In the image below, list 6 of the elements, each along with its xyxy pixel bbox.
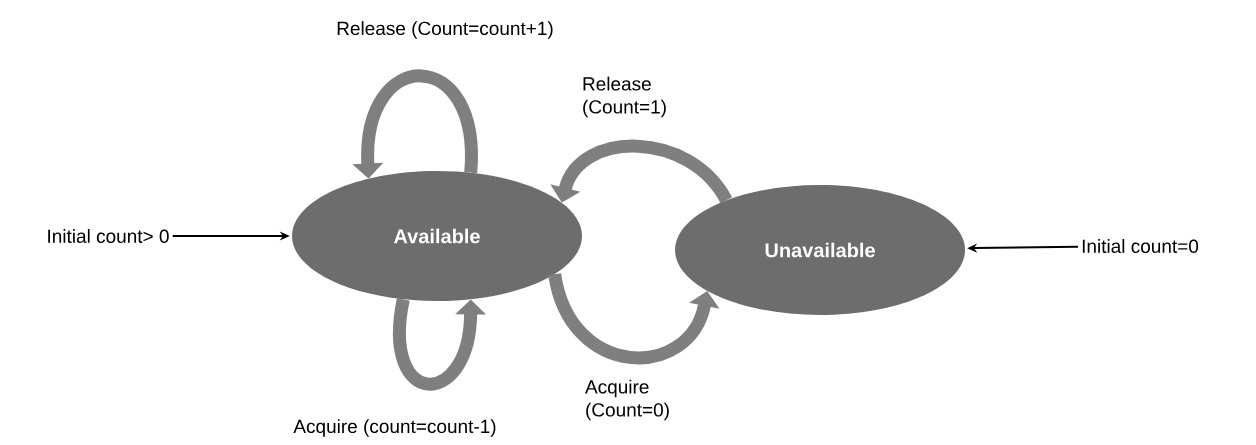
edge-label: Acquire (count=count-1) — [293, 419, 496, 437]
edge-label: Release (Count=1) — [583, 76, 666, 118]
edge-label: Acquire (Count=0) — [585, 379, 669, 421]
state-label: Initial count=0 — [1082, 239, 1199, 253]
state-label: Initial count> 0 — [48, 229, 169, 243]
edge-label: Release (Count=count+1) — [337, 21, 553, 39]
